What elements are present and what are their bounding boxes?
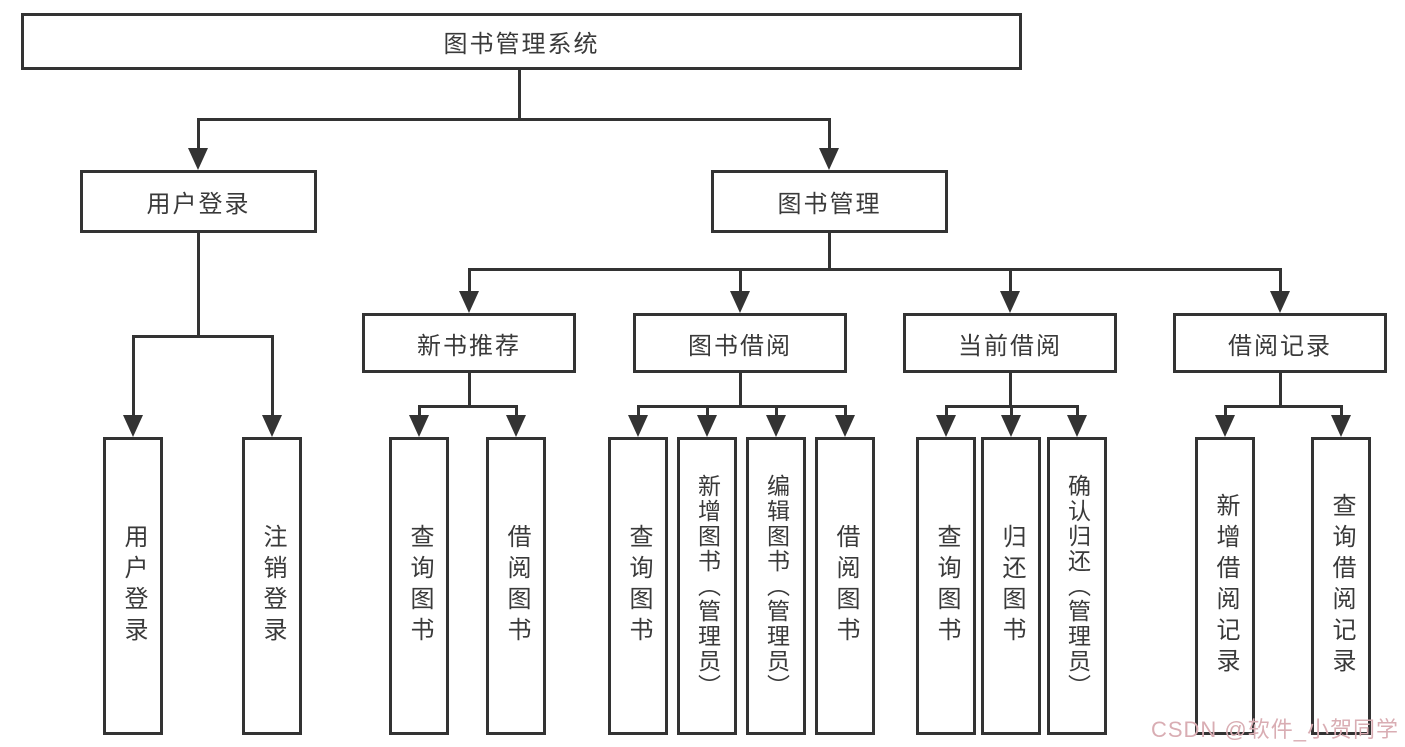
connector-line — [945, 405, 948, 419]
connector-line — [637, 405, 846, 408]
leaf-label: 借阅图书 — [503, 524, 530, 648]
connector-line — [1076, 405, 1079, 419]
leaf-label: 查询借阅记录 — [1328, 493, 1355, 679]
node-current-borrow: 当前借阅 — [903, 313, 1117, 373]
connector-line — [1224, 405, 1227, 419]
arrow-down-icon — [262, 415, 282, 437]
arrow-down-icon — [1067, 415, 1087, 437]
leaf-cb-return-book: 归还图书 — [981, 437, 1041, 735]
leaf-nb-query-book: 查询图书 — [389, 437, 449, 735]
node-label: 当前借阅 — [958, 332, 1062, 360]
node-book-management: 图书管理 — [711, 170, 948, 233]
arrow-down-icon — [123, 415, 143, 437]
connector-line — [418, 405, 518, 408]
connector-line — [518, 70, 521, 120]
leaf-label: 归还图书 — [998, 524, 1025, 648]
arrow-down-icon — [1331, 415, 1351, 437]
connector-line — [132, 335, 274, 338]
leaf-label: 注销登录 — [259, 524, 286, 648]
node-root: 图书管理系统 — [21, 13, 1022, 70]
arrow-down-icon — [628, 415, 648, 437]
connector-line — [1010, 405, 1013, 419]
connector-line — [706, 405, 709, 419]
leaf-label: 确认归还（管理员） — [1064, 473, 1091, 699]
leaf-cb-query-book: 查询图书 — [916, 437, 976, 735]
leaf-bb-edit-book-admin: 编辑图书（管理员） — [746, 437, 806, 735]
connector-line — [197, 118, 831, 121]
arrow-down-icon — [819, 148, 839, 170]
leaf-nb-borrow-book: 借阅图书 — [486, 437, 546, 735]
connector-line — [271, 335, 274, 417]
connector-line — [468, 268, 471, 294]
node-borrow-records: 借阅记录 — [1173, 313, 1387, 373]
arrow-down-icon — [1215, 415, 1235, 437]
leaf-label: 新增图书（管理员） — [694, 473, 721, 699]
node-label: 图书管理系统 — [443, 31, 600, 58]
connector-line — [132, 335, 135, 417]
leaf-label: 新增借阅记录 — [1212, 493, 1239, 679]
leaf-label: 编辑图书（管理员） — [763, 473, 790, 699]
node-user-login: 用户登录 — [80, 170, 317, 233]
arrow-down-icon — [459, 291, 479, 313]
connector-line — [828, 118, 831, 150]
leaf-label: 查询图书 — [625, 524, 652, 648]
connector-line — [468, 268, 1281, 271]
arrow-down-icon — [188, 148, 208, 170]
arrow-down-icon — [409, 415, 429, 437]
connector-line — [1279, 268, 1282, 294]
connector-line — [1340, 405, 1343, 419]
connector-line — [739, 268, 742, 294]
leaf-cb-confirm-return-admin: 确认归还（管理员） — [1047, 437, 1107, 735]
connector-line — [1009, 373, 1012, 407]
connector-line — [637, 405, 640, 419]
arrow-down-icon — [766, 415, 786, 437]
connector-line — [775, 405, 778, 419]
arrow-down-icon — [506, 415, 526, 437]
connector-line — [197, 118, 200, 150]
leaf-label: 用户登录 — [120, 524, 147, 648]
arrow-down-icon — [730, 291, 750, 313]
connector-line — [468, 373, 471, 407]
node-book-borrow: 图书借阅 — [633, 313, 847, 373]
leaf-label: 查询图书 — [406, 524, 433, 648]
arrow-down-icon — [1270, 291, 1290, 313]
connector-line — [197, 233, 200, 337]
arrow-down-icon — [1001, 415, 1021, 437]
watermark: CSDN @软件_小贺同学 — [1150, 717, 1399, 742]
connector-line — [1224, 405, 1342, 408]
node-label: 用户登录 — [146, 191, 251, 218]
node-label: 新书推荐 — [417, 332, 521, 360]
connector-line — [1009, 268, 1012, 294]
leaf-user-login: 用户登录 — [103, 437, 163, 735]
arrow-down-icon — [835, 415, 855, 437]
connector-line — [1279, 373, 1282, 407]
node-label: 图书借阅 — [688, 332, 792, 360]
connector-line — [828, 233, 831, 270]
leaf-bb-query-book: 查询图书 — [608, 437, 668, 735]
leaf-bb-add-book-admin: 新增图书（管理员） — [677, 437, 737, 735]
connector-line — [418, 405, 421, 419]
node-label: 图书管理 — [777, 191, 882, 218]
leaf-bb-borrow-book: 借阅图书 — [815, 437, 875, 735]
leaf-logout: 注销登录 — [242, 437, 302, 735]
connector-line — [739, 373, 742, 407]
node-label: 借阅记录 — [1228, 332, 1332, 360]
node-new-book-recommend: 新书推荐 — [362, 313, 576, 373]
connector-line — [515, 405, 518, 419]
arrow-down-icon — [936, 415, 956, 437]
arrow-down-icon — [1000, 291, 1020, 313]
leaf-label: 查询图书 — [933, 524, 960, 648]
connector-line — [844, 405, 847, 419]
leaf-br-query-record: 查询借阅记录 — [1311, 437, 1371, 735]
arrow-down-icon — [697, 415, 717, 437]
leaf-label: 借阅图书 — [832, 524, 859, 648]
leaf-br-add-record: 新增借阅记录 — [1195, 437, 1255, 735]
